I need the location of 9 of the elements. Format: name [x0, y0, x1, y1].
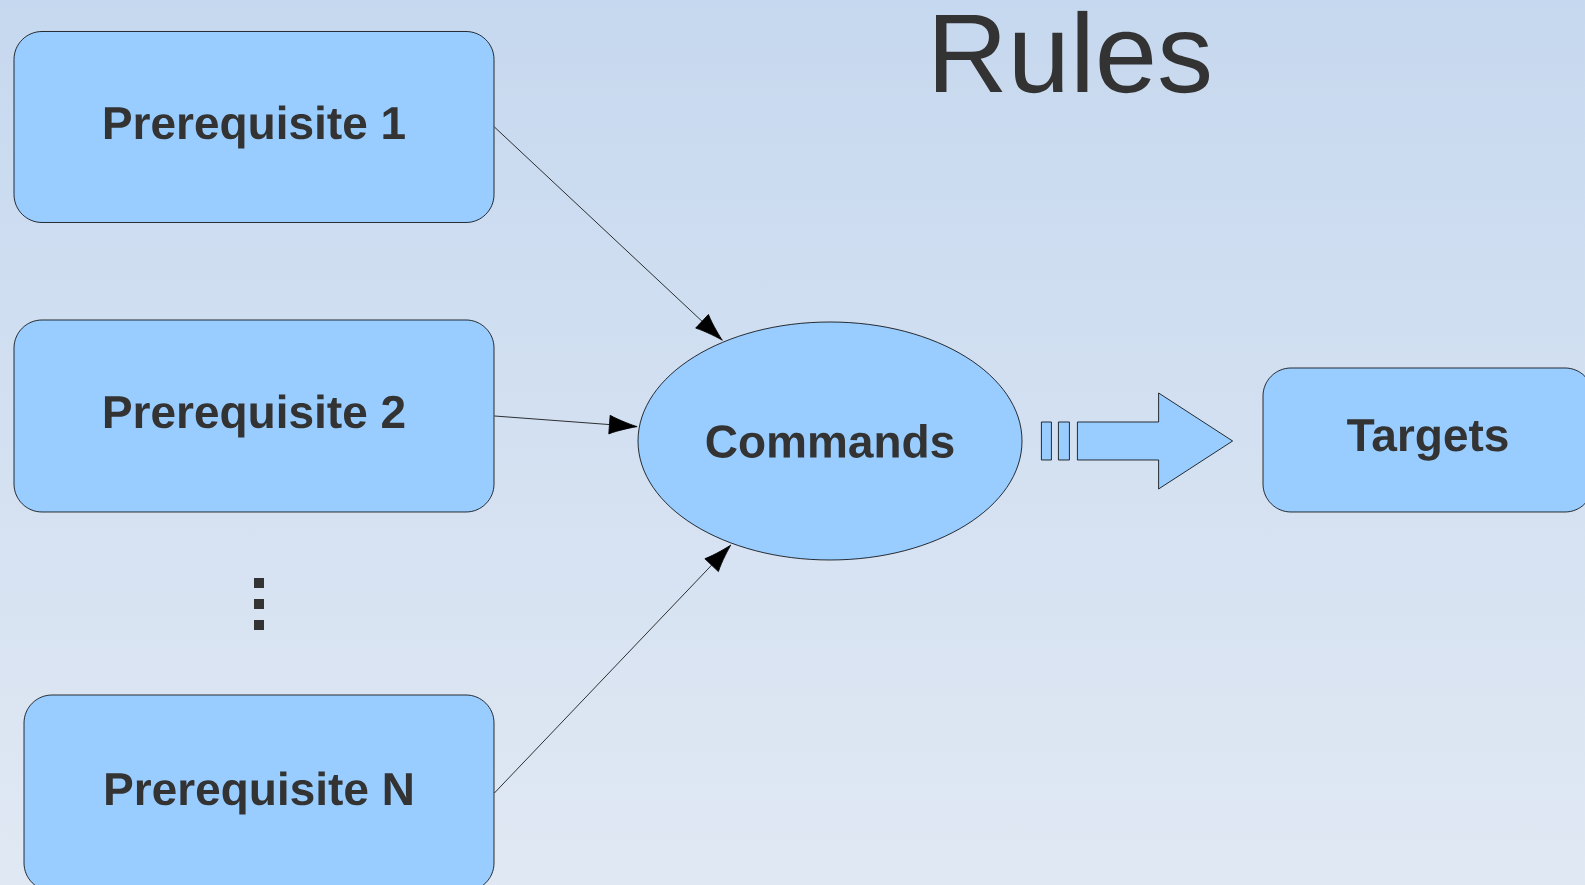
process-box: Prerequisite 2 — [13, 319, 495, 513]
block-arrow — [1041, 392, 1233, 490]
process-box: Prerequisite 1 — [13, 31, 495, 223]
arrow — [494, 544, 732, 794]
process-box: Targets — [1262, 367, 1585, 513]
arrow — [494, 126, 723, 341]
arrow — [494, 414, 638, 435]
process-box: Prerequisite N — [23, 694, 495, 885]
title: Rules — [936, 10, 1210, 94]
